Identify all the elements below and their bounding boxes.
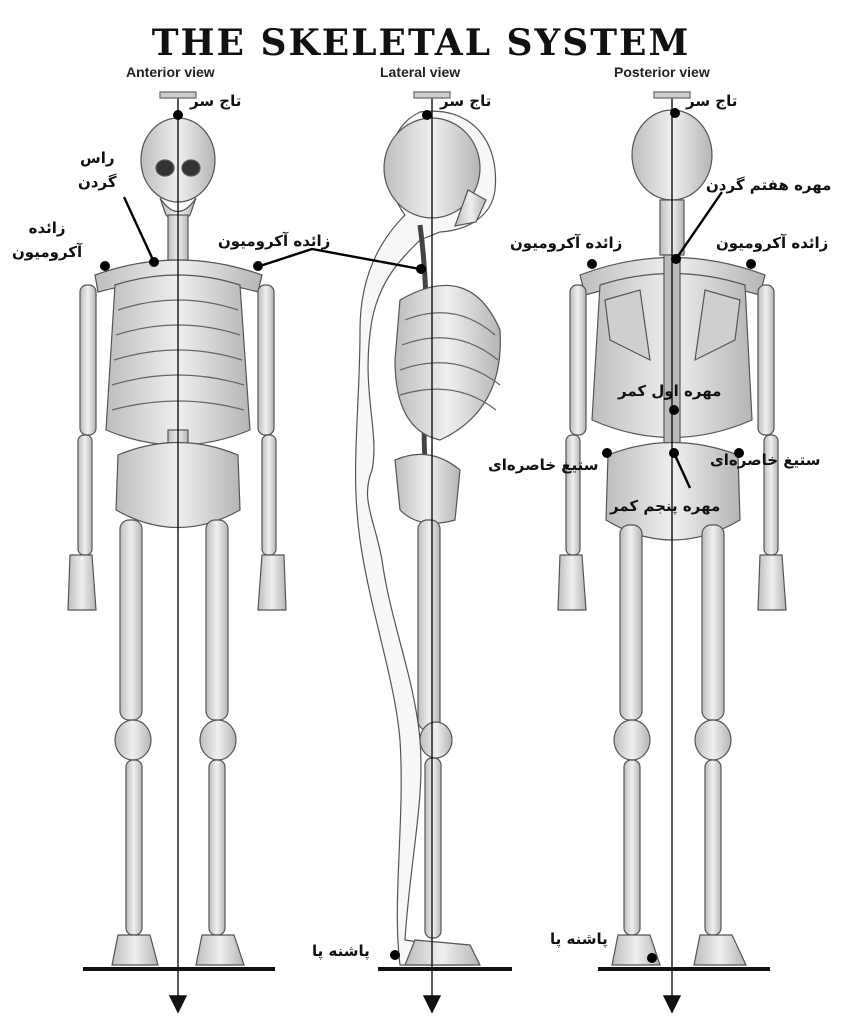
heel-dot-lateral — [390, 950, 400, 960]
label-iliac-right: ستیغ خاصره‌ای — [710, 451, 820, 469]
label-vertex-anterior: تاج سر — [190, 92, 241, 110]
label-vertex-lateral: تاج سر — [440, 92, 491, 110]
label-vertex-posterior: تاج سر — [686, 92, 737, 110]
label-acromion-ant-left: زائده آکرومیون — [12, 216, 82, 264]
acromion-dot-ant-left — [100, 261, 110, 271]
neck-dot — [149, 257, 159, 267]
iliac-dot-left — [602, 448, 612, 458]
vertex-dot-posterior — [670, 108, 680, 118]
label-iliac-left: ستیغ خاصره‌ای — [488, 456, 598, 474]
l1-dot — [669, 405, 679, 415]
posterior-view-label: Posterior view — [614, 64, 710, 80]
c7-dot — [671, 254, 681, 264]
label-heel-posterior: پاشنه پا — [550, 930, 608, 948]
l5-dot — [669, 448, 679, 458]
page-title: THE SKELETAL SYSTEM — [0, 22, 842, 64]
heel-dot-posterior — [647, 953, 657, 963]
label-heel-lateral: پاشنه پا — [312, 942, 370, 960]
label-acromion-ant-right: زائده آکرومیون — [218, 232, 330, 250]
vertex-dot-anterior — [173, 110, 183, 120]
acromion-dot-post-right — [746, 259, 756, 269]
lateral-view-label: Lateral view — [380, 64, 460, 80]
label-acromion-post-right: زائده آکرومیون — [716, 234, 828, 252]
lateral-skeleton — [356, 111, 501, 965]
label-c7: مهره هفتم گردن — [706, 176, 831, 194]
vertex-dot-lateral — [422, 110, 432, 120]
acromion-dot-lateral — [416, 264, 426, 274]
label-l1: مهره اول کمر — [618, 382, 721, 400]
label-acromion-post-left: زائده آکرومیون — [510, 234, 622, 252]
anterior-view-label: Anterior view — [126, 64, 215, 80]
acromion-dot-ant-right — [253, 261, 263, 271]
label-l5: مهره پنجم کمر — [610, 497, 720, 515]
label-neck-root: راس گردن — [78, 146, 117, 194]
acromion-dot-post-left — [587, 259, 597, 269]
